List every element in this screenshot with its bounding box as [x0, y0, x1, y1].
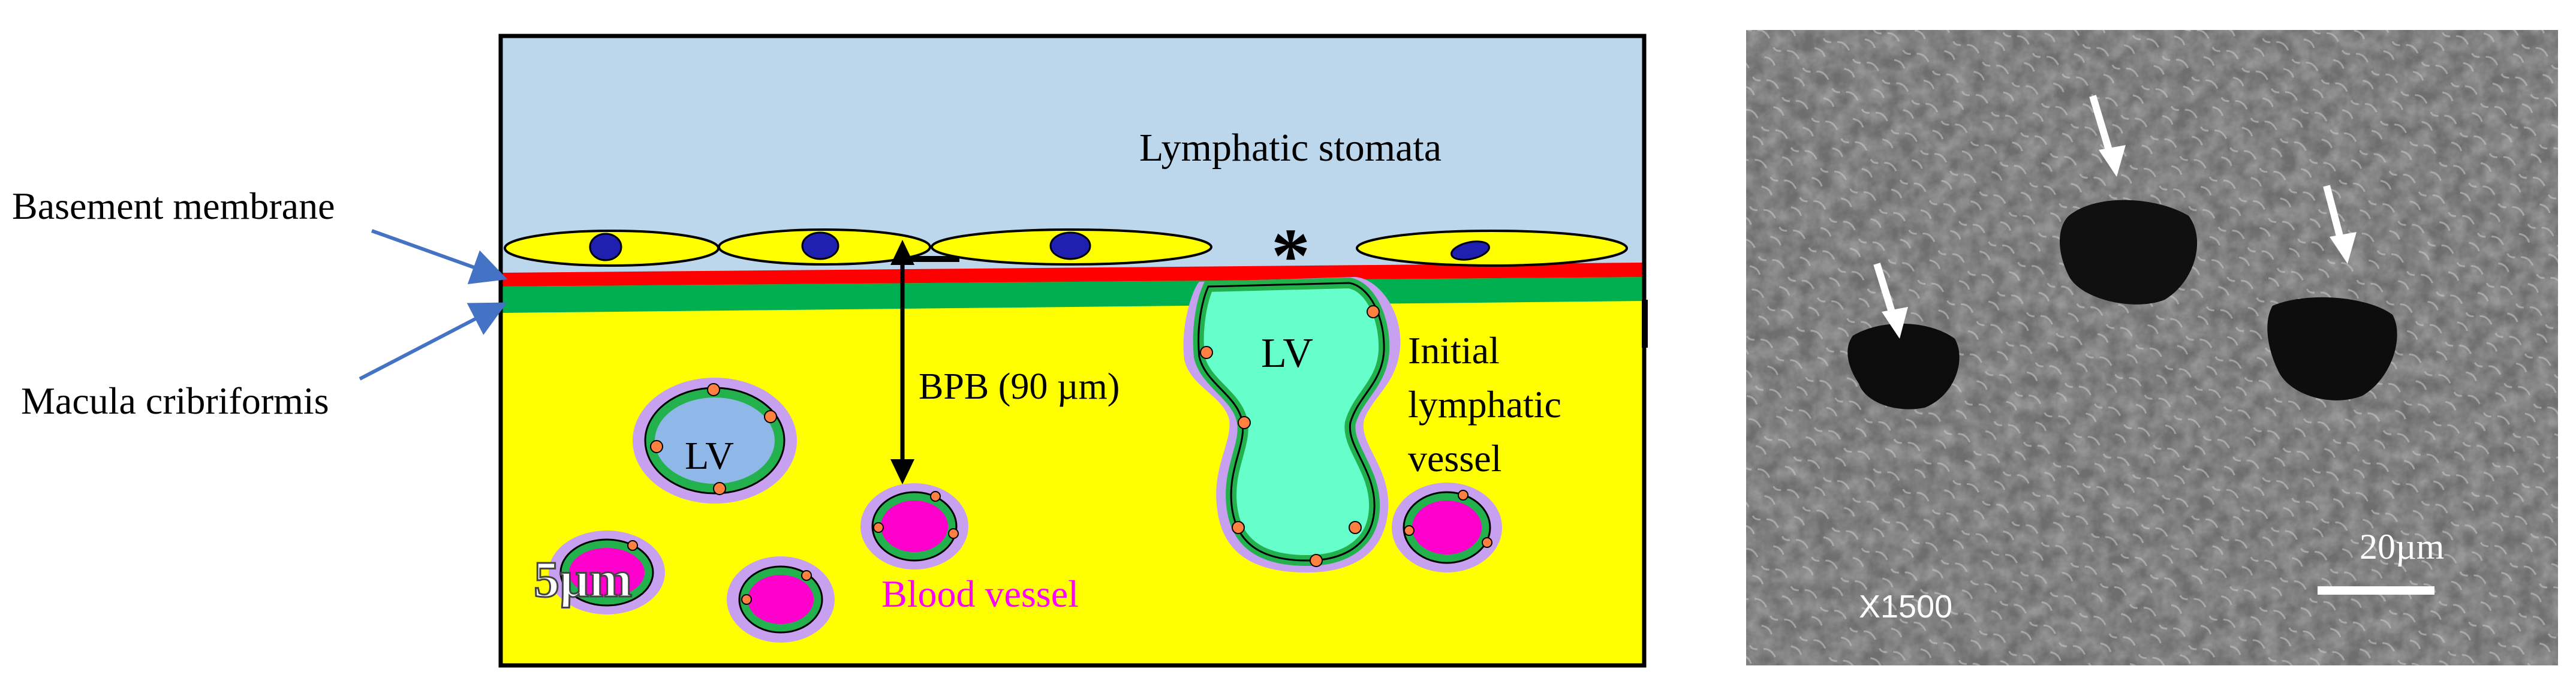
pericyte-dot [1232, 521, 1245, 534]
initial-lymphatic-label-line3: vessel [1408, 437, 1501, 480]
scale-bar-label: 20µm [2360, 527, 2444, 567]
macula-cribriformis-label: Macula cribriformis [21, 379, 329, 422]
lymphatic-stomata-label: Lymphatic stomata [1139, 126, 1442, 170]
stoma-opening [1847, 323, 1960, 409]
blood-vessel [727, 556, 835, 643]
basement-membrane-pointer [371, 229, 508, 285]
basement-membrane-label: Basement membrane [12, 185, 335, 227]
pericyte-dot [707, 383, 720, 396]
blood-vessel [549, 531, 665, 614]
pericyte-dot [1349, 521, 1362, 534]
vessel-lumen [561, 540, 653, 605]
blood-vessel [1392, 483, 1502, 572]
pericyte-dot [1200, 346, 1213, 359]
macula-cribriformis-pointer [359, 302, 507, 381]
initial-lymphatic-label-line1: Initial [1408, 329, 1500, 372]
bpb-arrow [890, 240, 914, 484]
initial-lymphatic-vessel [1183, 277, 1401, 572]
lv-label-round: LV [685, 434, 734, 478]
stoma-pointer-arrows [1873, 95, 2357, 339]
blood-vessel [860, 483, 968, 570]
initial-lymphatic-label-line2: lymphatic [1408, 383, 1561, 426]
scale-5um-label: 5µm [534, 550, 632, 608]
sem-micrograph: 20µm X1500 [1746, 30, 2558, 665]
pericyte-dot [1310, 554, 1323, 567]
scale-bar [2318, 586, 2434, 595]
diagram-panel: Basement membrane Macula cribriformis Ly… [12, 34, 1648, 668]
pericyte-dot [764, 410, 777, 423]
pericyte-dot [650, 440, 663, 453]
blood-vessel-label: Blood vessel [881, 572, 1079, 615]
vessel-lumen [1404, 492, 1490, 563]
membrane-ledge [902, 256, 959, 262]
cell-nucleus [801, 231, 839, 260]
magnification-label: X1500 [1859, 589, 1952, 625]
stoma-opening [2060, 200, 2198, 305]
pericyte-dot [1367, 305, 1380, 318]
round-lymphatic-vessel [633, 378, 797, 504]
pericyte-dot [713, 482, 726, 495]
mesothelial-cell [1356, 230, 1628, 267]
mesothelial-cells [504, 228, 1628, 267]
bpb-label: BPB (90 µm) [919, 366, 1120, 407]
lv-label-initial: LV [1261, 330, 1313, 376]
vessel-lumen [872, 492, 956, 561]
cell-nucleus [1049, 231, 1091, 260]
diagram-frame [498, 34, 1647, 668]
basement-membrane-layer [501, 263, 1644, 287]
stoma-opening [2267, 297, 2397, 400]
cell-nucleus [589, 233, 622, 261]
cell-nucleus [1450, 240, 1490, 261]
pericyte-dot [1238, 416, 1251, 429]
stoma-asterisk: * [1271, 213, 1310, 299]
frame-tick [1642, 300, 1648, 348]
